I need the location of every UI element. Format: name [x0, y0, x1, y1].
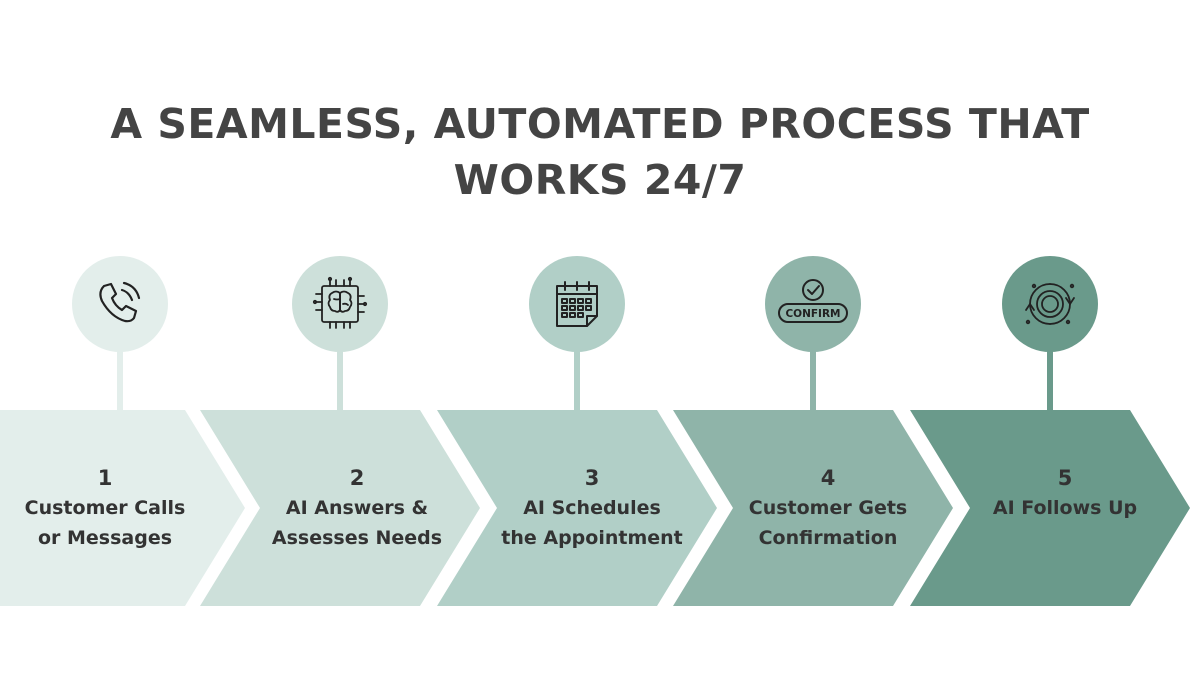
step-1-circle: [72, 256, 168, 352]
ai-brain-chip-icon: [312, 276, 368, 329]
step-3-line-1: AI Schedules: [523, 497, 661, 519]
title-line-1: A SEAMLESS, AUTOMATED PROCESS THAT: [110, 100, 1090, 148]
confirm-label: CONFIRM: [785, 308, 840, 320]
step-5-stem: [1047, 340, 1053, 418]
step-1-text: 1 Customer Calls or Messages: [10, 463, 200, 553]
confirm-check-icon: CONFIRM: [778, 279, 848, 323]
step-5-arrow: [910, 410, 1190, 606]
cycle-follow-up-icon: [1025, 283, 1075, 325]
step-4-circle: CONFIRM: [765, 256, 861, 352]
step-4-line-2: Confirmation: [758, 527, 898, 549]
phone-icon: [99, 281, 141, 323]
title-line-2: WORKS 24/7: [453, 156, 747, 204]
calendar-icon: [556, 281, 598, 327]
step-2-circle: [292, 256, 388, 352]
step-4-line-1: Customer Gets: [748, 497, 908, 519]
step-5-number: 5: [1057, 466, 1073, 490]
step-3-stem: [574, 340, 580, 418]
step-3-text: 3 AI Schedules the Appointment: [492, 463, 692, 553]
step-3-arrow: [437, 410, 717, 606]
step-1-line-1: Customer Calls: [24, 497, 186, 519]
step-5-line-1: AI Follows Up: [992, 497, 1138, 519]
step-2-number: 2: [349, 466, 365, 490]
step-2-line-2: Assesses Needs: [271, 527, 443, 549]
step-4-number: 4: [820, 466, 836, 490]
step-2-text: 2 AI Answers & Assesses Needs: [257, 463, 457, 553]
step-3-circle: [529, 256, 625, 352]
step-2-arrow: [200, 410, 480, 606]
step-3-number: 3: [584, 466, 600, 490]
step-1-line-2: or Messages: [37, 527, 173, 549]
step-2-stem: [337, 340, 343, 418]
step-1-stem: [117, 340, 123, 418]
step-4-arrow: [673, 410, 953, 606]
step-4-stem: [810, 340, 816, 418]
step-4-text: 4 Customer Gets Confirmation: [728, 463, 928, 553]
step-2-line-1: AI Answers &: [285, 497, 429, 519]
step-5-circle: [1002, 256, 1098, 352]
step-3-line-2: the Appointment: [501, 527, 683, 549]
step-5-text: 5 AI Follows Up: [965, 463, 1165, 523]
page-title: A SEAMLESS, AUTOMATED PROCESS THAT WORKS…: [0, 96, 1200, 208]
step-1-arrow: [0, 410, 245, 606]
step-1-number: 1: [97, 466, 113, 490]
